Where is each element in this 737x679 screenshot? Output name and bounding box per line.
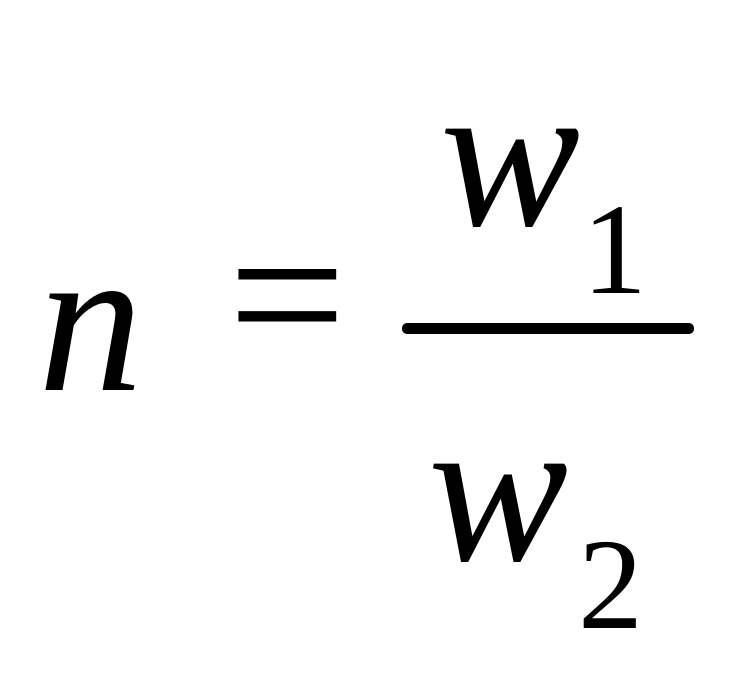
denominator-variable: w — [428, 374, 569, 606]
fraction-bar — [402, 323, 694, 334]
equals-sign: = — [228, 179, 347, 411]
denominator-subscript: 2 — [578, 513, 643, 657]
variable-n: n — [38, 204, 143, 436]
numerator-subscript: 1 — [582, 178, 647, 322]
numerator-variable: w — [440, 39, 581, 271]
